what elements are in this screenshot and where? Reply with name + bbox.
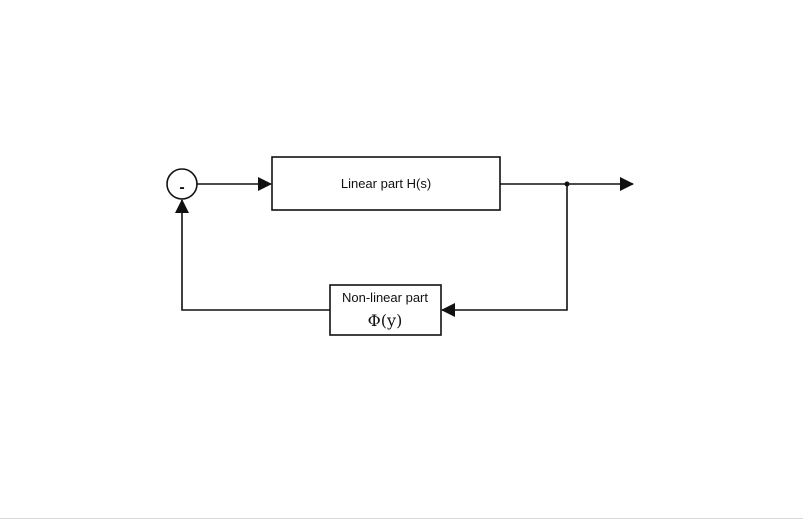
- nonlinear-block-label: Non-linear part: [342, 290, 428, 305]
- linear-block-label: Linear part H(s): [341, 176, 431, 191]
- summing-junction-sign: -: [179, 179, 184, 196]
- summing-junction: -: [166, 168, 198, 200]
- linear-block-box: [271, 156, 501, 211]
- feedback-arrow-to-nonlinear: [441, 184, 568, 317]
- nonlinear-block-function: Φ(y): [368, 311, 403, 330]
- nonlinear-block: Non-linear part Φ(y): [329, 284, 442, 336]
- linear-block: Linear part H(s): [271, 156, 501, 211]
- feedback-arrow-to-junction: [175, 199, 330, 311]
- bottom-divider: [0, 518, 803, 519]
